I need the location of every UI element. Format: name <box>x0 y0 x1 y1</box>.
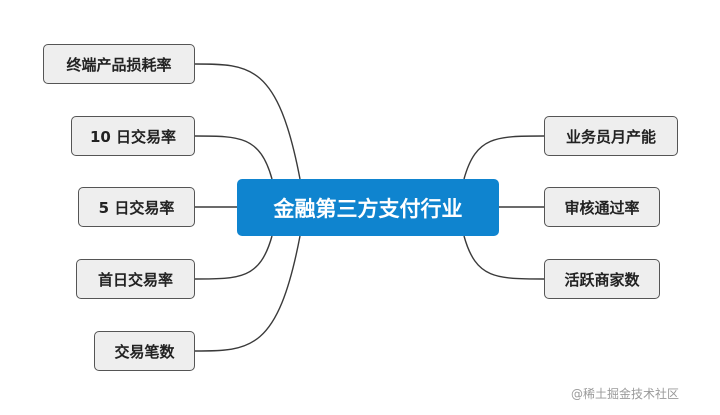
right-branch-node[interactable]: 业务员月产能 <box>544 116 678 156</box>
connector-to-left-branch-1 <box>194 63 301 180</box>
left-branch-node[interactable]: 交易笔数 <box>94 331 195 371</box>
central-topic[interactable]: 金融第三方支付行业 <box>237 179 499 236</box>
left-branch-node[interactable]: 首日交易率 <box>76 259 195 299</box>
right-branch-node[interactable]: 审核通过率 <box>544 187 660 227</box>
right-branch-node[interactable]: 活跃商家数 <box>544 259 660 299</box>
left-branch-node[interactable]: 10 日交易率 <box>71 116 195 156</box>
watermark-text: @稀土掘金技术社区 <box>571 387 680 401</box>
connector-to-left-branch-5 <box>194 235 301 352</box>
connector-to-left-branch-2 <box>194 135 273 180</box>
connector-to-right-branch-1 <box>463 135 545 180</box>
connector-to-left-branch-4 <box>194 235 273 280</box>
left-branch-node[interactable]: 5 日交易率 <box>78 187 195 227</box>
left-branch-node[interactable]: 终端产品损耗率 <box>43 44 195 84</box>
connector-to-right-branch-3 <box>463 235 545 280</box>
